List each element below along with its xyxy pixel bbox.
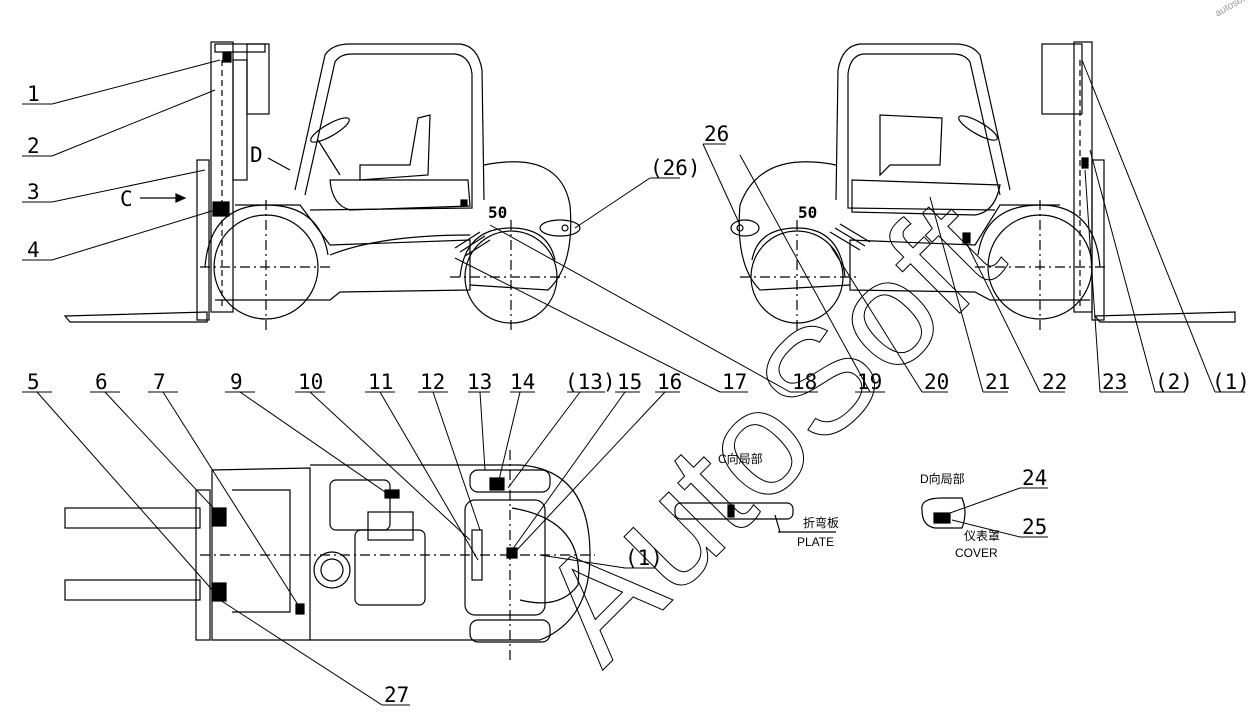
detail-d: D向局部 仪表罩 COVER xyxy=(920,471,1000,560)
top-view xyxy=(64,450,595,660)
callout-13: 13 xyxy=(467,370,492,394)
detail-c-title: C向局部 xyxy=(718,451,763,466)
callout-4: 4 xyxy=(27,238,40,262)
callout-16: 16 xyxy=(657,370,682,394)
callout-26: 26 xyxy=(704,122,729,146)
callout-23: 23 xyxy=(1102,370,1127,394)
callout-3: 3 xyxy=(27,180,40,204)
right-side-view: 50 xyxy=(730,41,1236,330)
callout-26-paren: (26) xyxy=(650,156,701,180)
callout-20: 20 xyxy=(924,370,949,394)
cover-label-en: COVER xyxy=(955,546,998,560)
callout-1: 1 xyxy=(27,82,40,106)
plate-label-en: PLATE xyxy=(797,535,834,549)
detail-c: C向局部 折弯板 PLATE xyxy=(674,451,839,549)
watermark-text: AutoSoft xyxy=(506,167,1032,693)
callout-22: 22 xyxy=(1042,370,1067,394)
left-side-view: 50 C D xyxy=(63,41,581,330)
callout-15: 15 xyxy=(617,370,642,394)
callout-7: 7 xyxy=(153,370,166,394)
corner-watermark: autosoft xyxy=(1213,0,1250,19)
callout-17: 17 xyxy=(722,370,747,394)
callout-9: 9 xyxy=(230,370,243,394)
plate-label-cn: 折弯板 xyxy=(803,515,839,530)
callout-numbers: 1 2 3 4 26 (26) 5 6 7 9 10 11 12 13 14 (… xyxy=(27,82,1250,707)
callout-25: 25 xyxy=(1022,515,1047,539)
callout-24: 24 xyxy=(1022,466,1047,490)
view-c-marker: C xyxy=(120,187,133,211)
callout-21: 21 xyxy=(985,370,1010,394)
callout-18: 18 xyxy=(792,370,817,394)
view-d-marker: D xyxy=(250,143,263,167)
detail-d-title: D向局部 xyxy=(920,471,965,486)
capacity-badge-right: 50 xyxy=(798,203,817,222)
callout-leaders xyxy=(22,59,1245,706)
callout-2-paren: (2) xyxy=(1155,370,1193,394)
capacity-badge-left: 50 xyxy=(488,203,507,222)
callout-27: 27 xyxy=(384,683,409,707)
callout-19: 19 xyxy=(857,370,882,394)
callout-6: 6 xyxy=(95,370,108,394)
callout-11: 11 xyxy=(368,370,393,394)
callout-2: 2 xyxy=(27,134,40,158)
callout-1-mid: (1) xyxy=(625,546,663,570)
callout-1-paren: (1) xyxy=(1212,370,1250,394)
watermark: AutoSoft autosoft xyxy=(506,0,1250,694)
callout-12: 12 xyxy=(420,370,445,394)
callout-10: 10 xyxy=(298,370,323,394)
cover-label-cn: 仪表罩 xyxy=(964,529,1000,543)
callout-5: 5 xyxy=(27,370,40,394)
callout-14: 14 xyxy=(510,370,535,394)
callout-13-paren: (13) xyxy=(565,370,616,394)
